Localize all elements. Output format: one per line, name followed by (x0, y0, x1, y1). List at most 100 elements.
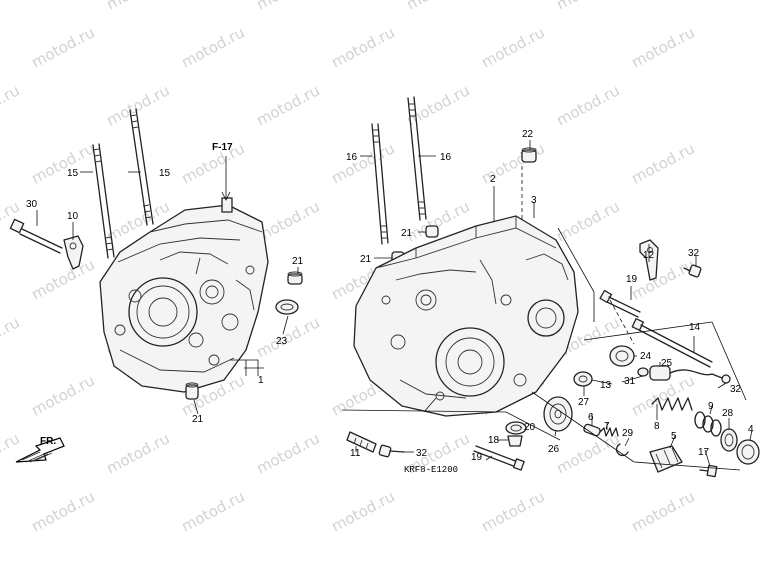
dowel-pin-21 (287, 271, 303, 285)
callout-23: 23 (276, 336, 288, 347)
callout-25: 25 (661, 358, 673, 369)
callout-1: 1 (258, 375, 264, 386)
watermark-text: motod.ru (553, 0, 622, 14)
watermark-text: motod.ru (478, 139, 547, 187)
bolt-19 (599, 289, 641, 318)
watermark-text: motod.ru (328, 139, 397, 187)
callout-11: 11 (350, 448, 361, 459)
watermark-text: motod.ru (628, 255, 697, 303)
watermark-text: motod.ru (28, 23, 97, 71)
watermark-text: motod.ru (328, 487, 397, 535)
watermark-text: motod.ru (628, 139, 697, 187)
spring-7 (599, 427, 619, 437)
callout-18: 18 (488, 435, 500, 446)
callout-10: 10 (67, 211, 79, 222)
clip-29 (616, 443, 629, 456)
watermark-text: motod.ru (478, 487, 547, 535)
callout-19b: 19 (471, 452, 483, 463)
stud-bolt-16b (407, 96, 427, 221)
neutral-switch-25 (649, 365, 731, 384)
watermark-text: motod.ru (403, 81, 472, 129)
watermark-text: motod.ru (103, 429, 172, 477)
left-crankcase-half (99, 197, 269, 393)
watermark-text: motod.ru (0, 81, 23, 129)
bolt-32b (378, 444, 405, 458)
bolt-30 (9, 218, 63, 254)
group-outlines (230, 166, 747, 471)
leader-lines (36, 140, 753, 467)
callout-15b: 15 (159, 168, 171, 179)
stud-bolt-15b (129, 108, 154, 226)
callout-28: 28 (722, 408, 734, 419)
watermark-text: motod.ru (0, 0, 23, 14)
o-ring-31 (637, 367, 649, 377)
watermark-text: motod.ru (0, 313, 23, 361)
dowel-pin-22 (521, 147, 537, 163)
callout-5: 5 (671, 431, 677, 442)
bolt-19b (473, 445, 525, 471)
callout-21d: 21 (360, 254, 372, 265)
watermark-text: motod.ru (253, 0, 322, 14)
watermark-text: motod.ru (178, 23, 247, 71)
watermark-text: motod.ru (28, 487, 97, 535)
callout-7: 7 (604, 421, 610, 432)
watermark-text: motod.ru (28, 139, 97, 187)
callout-20: 20 (524, 422, 536, 433)
watermark-text: motod.ru (253, 81, 322, 129)
callout-16: 16 (346, 152, 358, 163)
callout-9: 9 (708, 401, 714, 412)
pin-6 (583, 423, 601, 437)
reference-f17: F-17 (212, 142, 233, 201)
left-crankcase-assembly (9, 108, 303, 400)
front-label: FR. (40, 436, 56, 447)
clamp-10 (63, 235, 84, 270)
watermark-text: motod.ru (253, 429, 322, 477)
watermark-text: motod.ru (403, 0, 472, 14)
bracket-11 (346, 431, 377, 453)
bolt-32 (683, 264, 702, 278)
watermark-text: motod.ru (28, 255, 97, 303)
dowel-pin-21b (185, 382, 199, 400)
watermark-text: motod.ru (0, 429, 23, 477)
watermark-text: motod.ru (478, 23, 547, 71)
spring-8 (651, 397, 693, 411)
callout-19: 19 (626, 274, 638, 285)
right-crankcase-assembly (346, 96, 760, 478)
bolt-14 (631, 318, 713, 368)
washer-18 (507, 435, 523, 447)
watermark-text: motod.ru (103, 0, 172, 14)
stud-bolt-16 (371, 123, 389, 245)
watermark-text: motod.ru (253, 313, 322, 361)
callout-17: 17 (698, 447, 710, 458)
watermark-text: motod.ru (553, 81, 622, 129)
callout-30: 30 (26, 199, 38, 210)
watermark-text: motod.ru (178, 487, 247, 535)
callout-27: 27 (578, 397, 590, 408)
callout-6: 6 (588, 412, 594, 423)
right-crankcase-half (353, 215, 579, 417)
o-ring-9 (694, 411, 722, 437)
dowel-pin-21c (425, 225, 439, 238)
watermark-text: motod.ru (28, 371, 97, 419)
front-arrow-icon (15, 437, 65, 463)
callout-32b: 32 (730, 384, 742, 395)
callout-26: 26 (548, 444, 560, 455)
callout-22: 22 (522, 129, 534, 140)
callout-14: 14 (689, 322, 701, 333)
gear-26 (543, 396, 573, 432)
callout-16b: 16 (440, 152, 452, 163)
reference-label: F-17 (212, 142, 233, 153)
callout-21: 21 (292, 256, 304, 267)
callout-32: 32 (688, 248, 700, 259)
callout-21c: 21 (401, 228, 413, 239)
callout-2: 2 (490, 174, 496, 185)
plug-20 (505, 421, 527, 435)
callout-12: 12 (643, 250, 655, 261)
callout-8: 8 (654, 421, 660, 432)
stud-bolt-15 (92, 143, 115, 259)
oil-seal-23 (275, 299, 299, 315)
watermark-text: motod.ru (628, 23, 697, 71)
